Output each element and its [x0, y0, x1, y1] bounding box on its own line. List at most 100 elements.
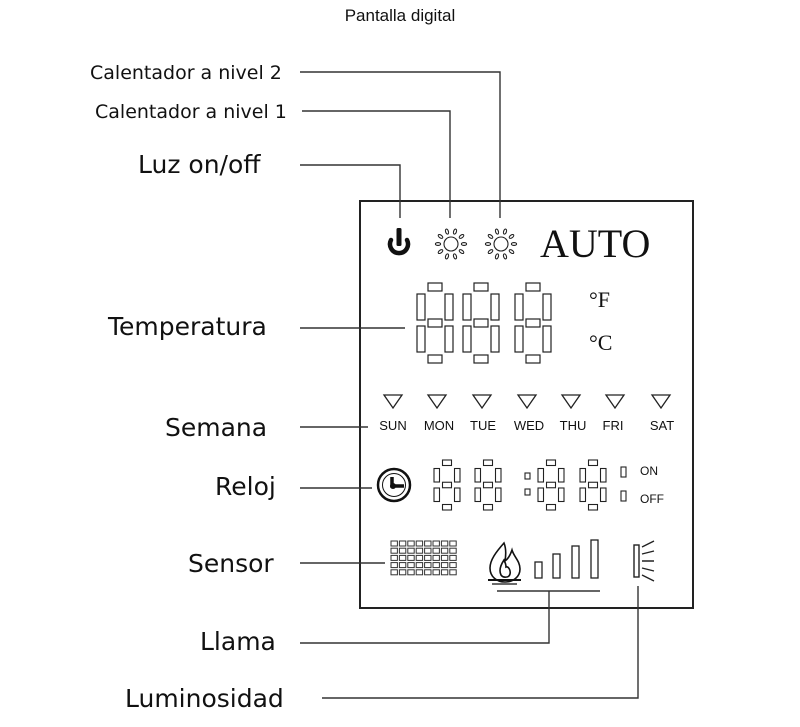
- segment: [490, 293, 500, 321]
- sensor-cell: [415, 562, 424, 569]
- sensor-cell: [424, 554, 432, 561]
- segment: [473, 318, 489, 328]
- sun-ray: [437, 249, 444, 255]
- sun-ray: [508, 249, 515, 255]
- sun-ray: [434, 242, 442, 246]
- sun-ray: [460, 242, 468, 246]
- segment: [462, 325, 472, 353]
- segment: [599, 487, 607, 503]
- clock-digit: [433, 459, 461, 511]
- sensor-cell: [415, 569, 424, 576]
- sun-ray: [452, 253, 458, 260]
- sensor-cell: [407, 540, 415, 547]
- segment: [514, 325, 524, 353]
- segment: [453, 467, 461, 483]
- label-clock: Reloj: [215, 472, 276, 501]
- sensor-cell: [449, 562, 457, 569]
- segment: [587, 503, 599, 511]
- label-light-on-off: Luz on/off: [138, 150, 261, 179]
- segment: [482, 503, 494, 511]
- sensor-cell: [449, 554, 457, 561]
- sensor-cell: [440, 554, 449, 561]
- sensor-cell: [432, 547, 440, 554]
- segment: [444, 325, 454, 353]
- leader-heater-1: [302, 110, 451, 218]
- leader-heater-2: [300, 71, 501, 218]
- flame-level-bar: [552, 553, 561, 579]
- sensor-cell: [449, 540, 457, 547]
- sensor-cell: [424, 547, 432, 554]
- clock-digit: [537, 459, 565, 511]
- sensor-cell: [432, 554, 440, 561]
- sensor-cell: [449, 569, 457, 576]
- sensor-cell: [407, 569, 415, 576]
- day-sun: SUN: [379, 418, 407, 433]
- segment: [542, 325, 552, 353]
- segment: [427, 354, 443, 364]
- sensor-cell: [407, 554, 415, 561]
- sun-ray: [452, 228, 458, 235]
- sun-ray: [437, 233, 444, 239]
- sun-ray: [444, 228, 450, 235]
- day-triangle: [560, 394, 582, 410]
- segment: [416, 325, 426, 353]
- flame-level-bars: [534, 539, 599, 579]
- segment: [557, 467, 565, 483]
- light-bar-icon: [633, 540, 655, 582]
- sensor-cell: [398, 547, 407, 554]
- sensor-cell: [390, 569, 398, 576]
- sensor-cell: [390, 540, 398, 547]
- clock-colon: [524, 472, 531, 480]
- sensor-cell: [398, 554, 407, 561]
- segment: [416, 293, 426, 321]
- sun-icon: [434, 228, 468, 260]
- sun-ray: [508, 233, 515, 239]
- day-triangle: [604, 394, 626, 410]
- day-indicators: [382, 394, 672, 410]
- sun-ray: [444, 253, 450, 260]
- sensor-cell: [424, 540, 432, 547]
- leader-light: [300, 164, 401, 218]
- segment: [427, 318, 443, 328]
- segment: [557, 487, 565, 503]
- sun-ray: [494, 253, 500, 260]
- sun-ray: [510, 242, 518, 246]
- segment: [545, 459, 557, 467]
- clock-digit: [474, 459, 502, 511]
- day-thu: THU: [559, 418, 587, 433]
- sensor-cell: [390, 554, 398, 561]
- segment: [587, 459, 599, 467]
- sensor-cell: [407, 562, 415, 569]
- segment: [441, 459, 453, 467]
- label-brightness: Luminosidad: [125, 684, 284, 713]
- day-triangle: [382, 394, 404, 410]
- segment: [545, 481, 557, 489]
- segment: [542, 293, 552, 321]
- sensor-cell: [415, 540, 424, 547]
- sensor-cell: [440, 562, 449, 569]
- sensor-cell: [398, 569, 407, 576]
- sensor-cell: [440, 547, 449, 554]
- segment: [525, 354, 541, 364]
- sensor-cell: [449, 547, 457, 554]
- flame-level-bar: [571, 545, 580, 579]
- sun-ray: [502, 228, 508, 235]
- clock-icon: [376, 467, 412, 503]
- segment: [579, 467, 587, 483]
- day-wed: WED: [513, 418, 545, 433]
- segment: [427, 282, 443, 292]
- label-temperature: Temperatura: [108, 312, 267, 341]
- power-icon: [387, 228, 411, 256]
- segment: [473, 354, 489, 364]
- sensor-cell: [440, 569, 449, 576]
- sensor-cell: [398, 562, 407, 569]
- day-triangle: [426, 394, 448, 410]
- segment: [599, 467, 607, 483]
- sun-ray: [502, 253, 508, 260]
- temperature-digits: [416, 282, 552, 364]
- segment: [433, 487, 441, 503]
- sun-ray: [458, 249, 465, 255]
- flame-level-bar: [590, 539, 599, 579]
- day-mon: MON: [423, 418, 455, 433]
